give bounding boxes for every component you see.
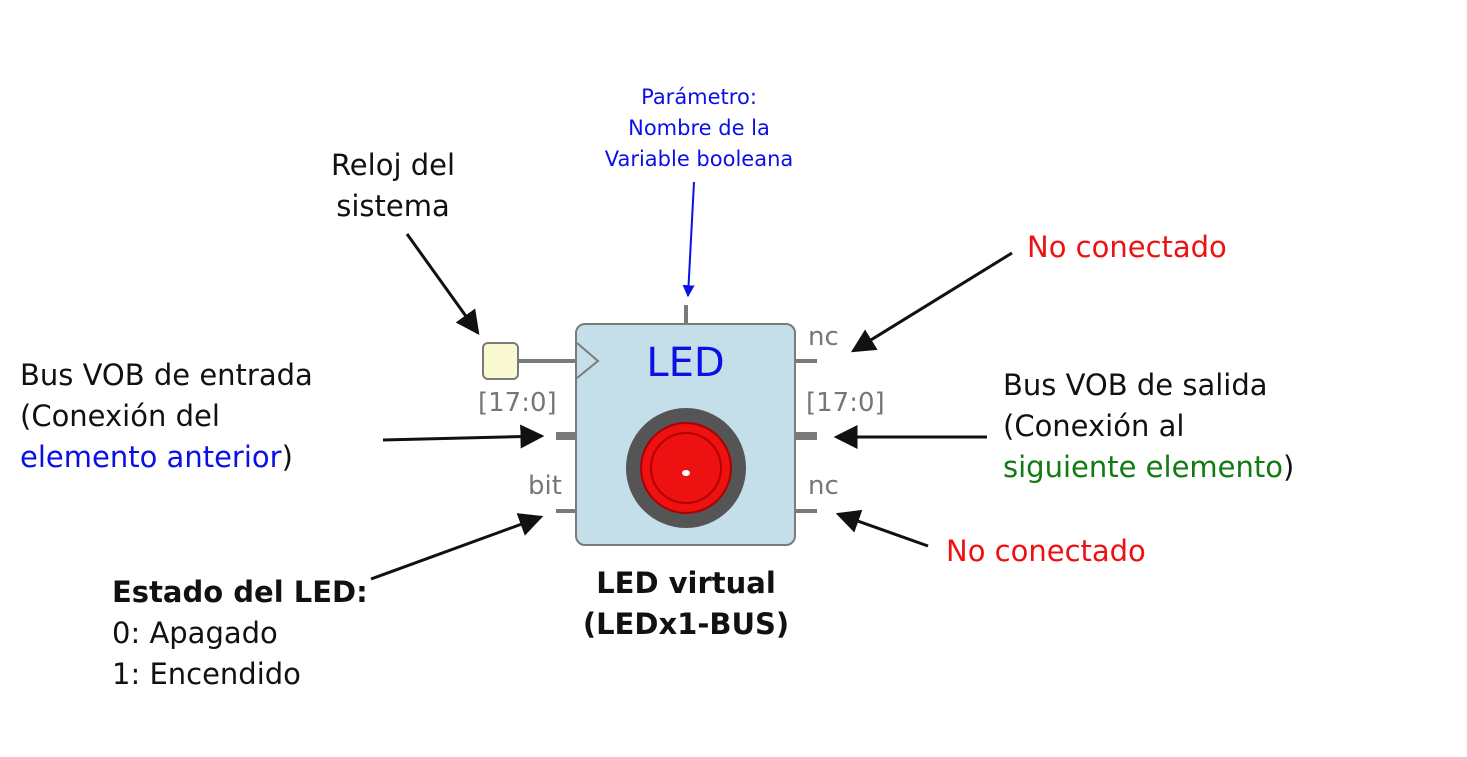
led-state-label: Estado del LED: 0: Apagado 1: Encendido [112,572,368,695]
led-inner [650,432,722,504]
parameter-line-2: Nombre de la [628,116,770,140]
bus-in-line-3: elemento anterior) [20,437,313,478]
pin-label-nc-top: nc [808,322,839,352]
parameter-line-3: Variable booleana [604,147,794,171]
nc-bottom-arrow [835,509,929,548]
bit-arrow [370,513,544,581]
pin-label-nc-bottom: nc [808,471,839,501]
bus-out-paren: ) [1283,450,1295,484]
parameter-line-1: Parámetro: [641,85,757,109]
nc-top-arrow [850,251,1013,353]
parameter-label: Parámetro: Nombre de la Variable boolean… [594,82,804,175]
bus-out-line-2: (Conexión al [1003,409,1185,443]
bus-in-prev-element: elemento anterior [20,440,282,474]
bus-out-next-element: siguiente elemento [1003,450,1283,484]
bus-in-paren: ) [281,440,293,474]
pin-label-bus-in: [17:0] [478,388,557,418]
clock-arrow [405,233,480,335]
bus-out-line-3: siguiente elemento) [1003,447,1294,488]
clock-label: Reloj del sistema [318,145,468,227]
no-connected-bottom-label: No conectado [946,534,1146,568]
block-name: LED virtual (LEDx1-BUS) [566,563,806,645]
led-highlight [682,470,690,476]
no-connected-top-label: No conectado [1027,230,1227,264]
block-name-line-2: (LEDx1-BUS) [582,607,790,641]
clock-line-2: sistema [336,189,450,223]
bus-in-label: Bus VOB de entrada (Conexión del element… [20,355,313,478]
bus-in-arrow [382,424,545,449]
bus-in-line-1: Bus VOB de entrada [20,358,313,392]
led-state-on: 1: Encendido [112,657,301,691]
clock-input-box [482,342,519,380]
led-state-title: Estado del LED: [112,575,368,609]
bus-in-line-2: (Conexión del [20,399,220,433]
clock-line-1: Reloj del [330,148,456,182]
led-state-off: 0: Apagado [112,616,278,650]
pin-label-bit: bit [528,471,562,501]
pin-label-bus-out: [17:0] [806,388,885,418]
parameter-arrow [682,181,695,298]
clock-triangle [576,342,600,379]
block-title: LED [646,340,725,386]
block-name-line-1: LED virtual [596,566,776,600]
bus-out-line-1: Bus VOB de salida [1003,368,1268,402]
bus-out-label: Bus VOB de salida (Conexión al siguiente… [1003,365,1294,488]
